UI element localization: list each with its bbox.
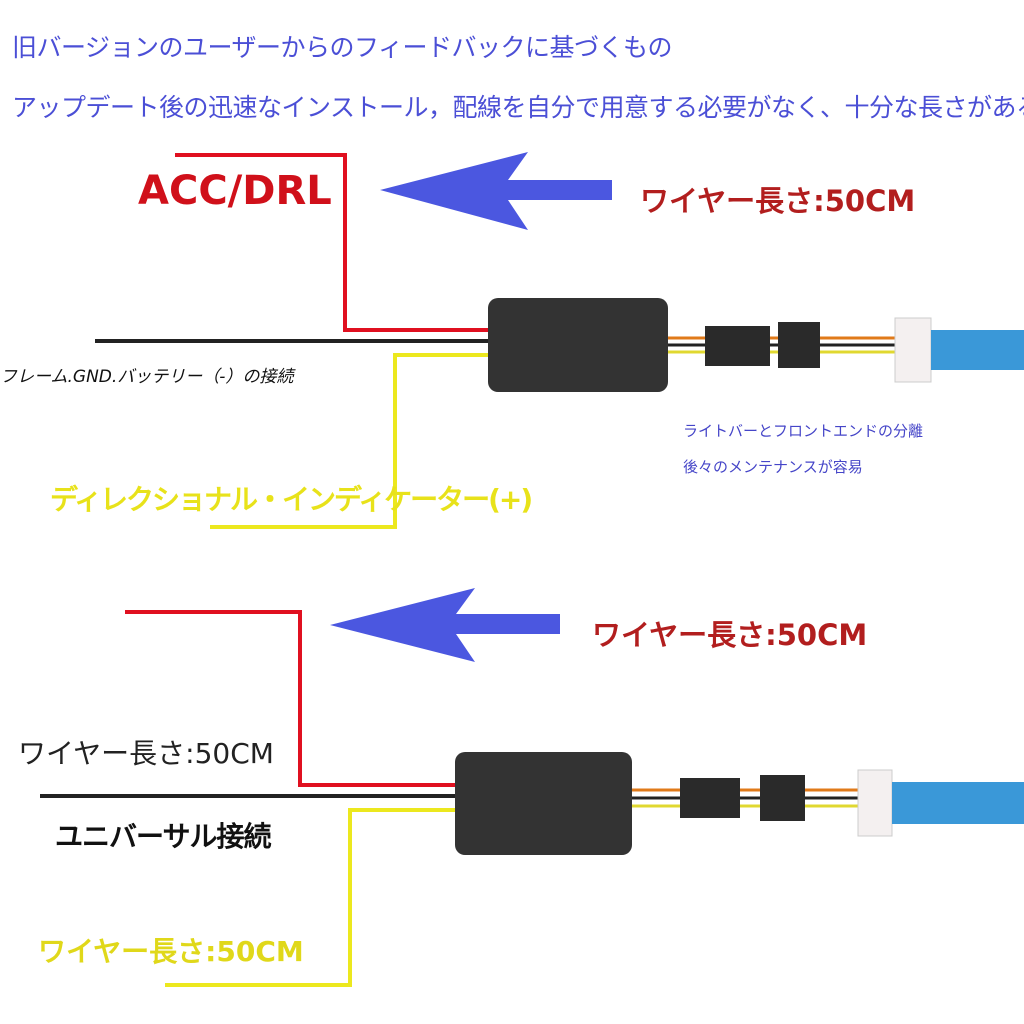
yellow-wire-length-label: ワイヤー長さ:50CM (38, 935, 304, 968)
arrow-left-icon (330, 588, 560, 662)
ground-label: フレーム.GND.バッテリー（-）の接続 (0, 367, 294, 387)
output-wires (632, 788, 860, 808)
red-wire-length-label: ワイヤー長さ:50CM (592, 618, 868, 652)
connector-male (705, 326, 770, 366)
diagram-1 (95, 152, 1024, 529)
light-strip-sleeve (857, 769, 893, 837)
control-module (455, 752, 632, 855)
red-wire (175, 153, 490, 332)
heading-line-2: アップデート後の迅速なインストール，配線を自分で用意する必要がなく、十分な長さが… (12, 93, 1024, 122)
light-strip (931, 330, 1024, 370)
black-wire-length-label: ワイヤー長さ:50CM (18, 737, 274, 770)
indicator-label: ディレクショナル・インディケーター(+) (50, 483, 533, 516)
connector-female (760, 775, 805, 821)
note-line-2: 後々のメンテナンスが容易 (683, 458, 863, 476)
arrow-left-icon (380, 152, 612, 230)
connector-female (778, 322, 820, 368)
yellow-wire (210, 353, 490, 529)
heading-line-1: 旧バージョンのユーザーからのフィードバックに基づくもの (12, 33, 673, 62)
universal-label: ユニバーサル接続 (55, 820, 271, 853)
wire-length-label: ワイヤー長さ:50CM (640, 184, 916, 218)
acc-drl-label: ACC/DRL (138, 168, 332, 214)
red-wire (125, 610, 455, 787)
yellow-wire (165, 808, 455, 987)
light-strip-sleeve (894, 317, 932, 383)
diagram-2 (40, 588, 1024, 987)
light-strip (892, 782, 1024, 824)
connector-male (680, 778, 740, 818)
control-module (488, 298, 668, 392)
note-line-1: ライトバーとフロントエンドの分離 (683, 422, 924, 440)
